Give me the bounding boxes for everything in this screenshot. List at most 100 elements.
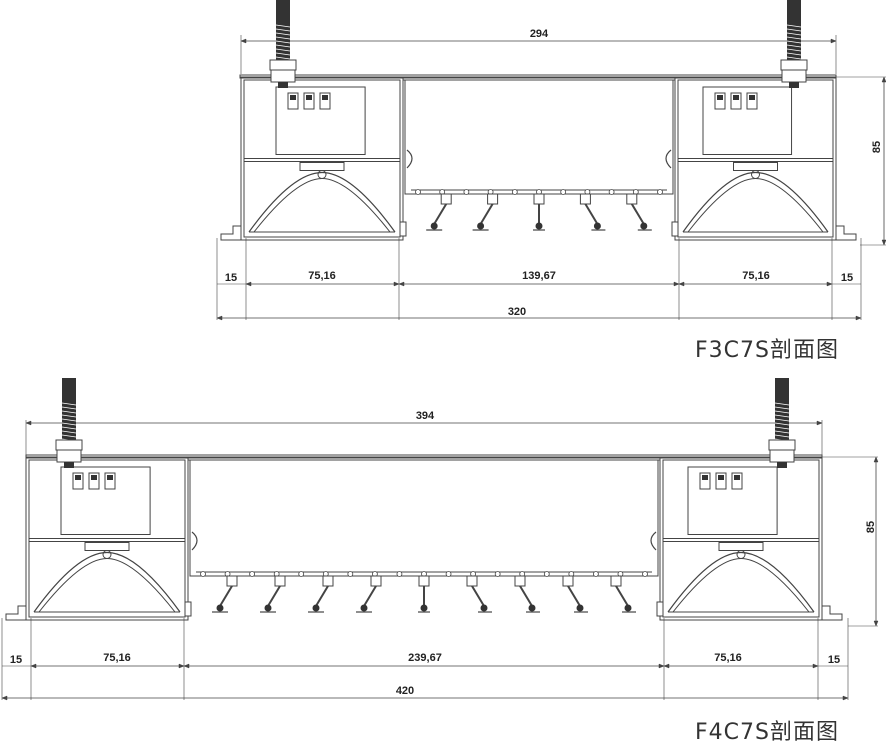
right-hanger-thread — [774, 434, 790, 438]
left-hanger-nut — [56, 449, 82, 463]
dim-height-arrow-t — [873, 456, 879, 463]
center-channel-fin-mount — [562, 575, 574, 587]
right-hanger-thread — [774, 418, 790, 422]
left-module-terminal-screw — [107, 475, 113, 480]
center-channel-fin-knob — [420, 604, 428, 612]
right-module-foot — [836, 225, 857, 241]
center-channel-notch — [592, 571, 599, 577]
left-hanger-thread — [275, 44, 291, 48]
center-channel-fin — [615, 585, 629, 607]
right-module-led — [736, 550, 746, 559]
center-channel-notch — [249, 571, 256, 577]
right-hanger-thread — [786, 36, 802, 40]
right-module-driver — [702, 86, 793, 155]
left-module-clip — [184, 601, 192, 617]
left-hanger-thread — [275, 28, 291, 32]
left-module-driver — [60, 466, 151, 535]
right-module-terminal — [699, 472, 711, 490]
top-total-width-label: 320 — [508, 306, 526, 318]
center-channel-notch — [511, 189, 518, 195]
left-module-terminal — [287, 92, 299, 110]
dim-height-arrow-b — [881, 239, 886, 246]
right-module-reflector-inner — [672, 557, 810, 613]
left-hanger-thread — [275, 48, 291, 52]
center-channel-fin — [479, 203, 494, 225]
center-channel-fin-knob — [535, 222, 543, 230]
top-left-margin-label: 15 — [225, 272, 237, 284]
center-channel-spring-r — [665, 149, 672, 169]
center-channel-spring-r — [650, 531, 657, 551]
dim-left-module-arrow-r — [178, 663, 185, 669]
center-channel-fin-mount — [610, 575, 622, 587]
center-channel-fin-mount — [274, 575, 286, 587]
dim-total-width-arrow-r — [855, 315, 862, 321]
center-channel-bracket-r — [650, 460, 659, 577]
center-channel-fin-mount — [370, 575, 382, 587]
center-channel-fin-knob — [216, 604, 224, 612]
center-channel-notch — [642, 571, 648, 577]
center-channel-notch — [415, 189, 421, 195]
center-channel-notch — [543, 571, 550, 577]
center-channel-fin-knob — [360, 604, 368, 612]
right-module-terminal-screw — [702, 475, 708, 480]
right-hanger-thread — [786, 24, 802, 28]
right-hanger-rod-tail — [777, 462, 787, 468]
dim-left-module-arrow-r — [393, 281, 400, 287]
left-hanger-rod-tail — [278, 82, 288, 88]
right-hanger-nut — [781, 69, 807, 83]
dim-center-channel-arrow-r — [658, 663, 665, 669]
left-module-driver — [275, 86, 366, 155]
center-channel-fin-mount — [226, 575, 238, 587]
dim-center-channel-arrow-l — [398, 281, 405, 287]
left-module-led — [317, 170, 327, 179]
center-channel-notch — [445, 571, 452, 577]
left-module-terminal-screw — [306, 95, 312, 100]
top-width-label: 294 — [530, 28, 549, 40]
right-module-reflector — [682, 171, 829, 233]
dim-height-arrow-b — [873, 620, 879, 627]
center-channel-fin-mount — [466, 575, 478, 587]
bottom-right-module-label: 75,16 — [714, 652, 742, 664]
right-module-clip — [656, 601, 664, 617]
center-channel-notch — [608, 189, 615, 195]
right-module-housing — [659, 456, 823, 621]
left-hanger-thread — [61, 406, 77, 410]
center-channel-bracket-l — [189, 460, 198, 577]
right-hanger-thread — [774, 426, 790, 430]
center-channel-notch — [463, 189, 470, 195]
center-channel-fin-knob — [264, 604, 272, 612]
left-hanger-thread — [61, 430, 77, 434]
left-hanger-thread — [275, 56, 291, 60]
left-module-terminal — [104, 472, 116, 490]
dim-height-arrow-t — [881, 76, 886, 83]
right-module-terminal-screw — [749, 95, 755, 100]
left-module-terminal — [319, 92, 331, 110]
left-module-terminal — [72, 472, 84, 490]
dim-total-width-arrow-l — [1, 695, 8, 701]
left-hanger-thread — [61, 418, 77, 422]
bottom-right-margin-label: 15 — [828, 654, 840, 666]
right-module-terminal — [715, 472, 727, 490]
left-module-reflector — [33, 551, 181, 613]
center-channel-fin — [567, 585, 581, 607]
left-module-terminal-screw — [91, 475, 97, 480]
left-hanger-thread — [275, 52, 291, 56]
top-left-module-label: 75,16 — [308, 270, 336, 282]
center-channel-fin — [315, 585, 329, 607]
right-module-terminal-screw — [717, 95, 723, 100]
right-hanger-thread — [786, 52, 802, 56]
left-hanger-thread — [61, 414, 77, 418]
center-channel-fin-knob — [624, 604, 632, 612]
right-hanger-thread — [786, 44, 802, 48]
f4c7s-section — [1, 378, 879, 701]
bottom-center-channel-label: 239,67 — [408, 652, 442, 664]
right-hanger-thread — [786, 40, 802, 44]
center-channel-bracket-r — [665, 80, 674, 195]
center-channel-fin-mount — [579, 193, 591, 205]
bottom-left-margin-label: 15 — [10, 654, 22, 666]
center-channel-fin-knob — [477, 222, 485, 230]
right-module-clip — [671, 221, 679, 237]
dim-top-width-arrow-l — [240, 38, 247, 44]
right-hanger-nut — [769, 449, 795, 463]
right-hanger-thread — [774, 422, 790, 426]
